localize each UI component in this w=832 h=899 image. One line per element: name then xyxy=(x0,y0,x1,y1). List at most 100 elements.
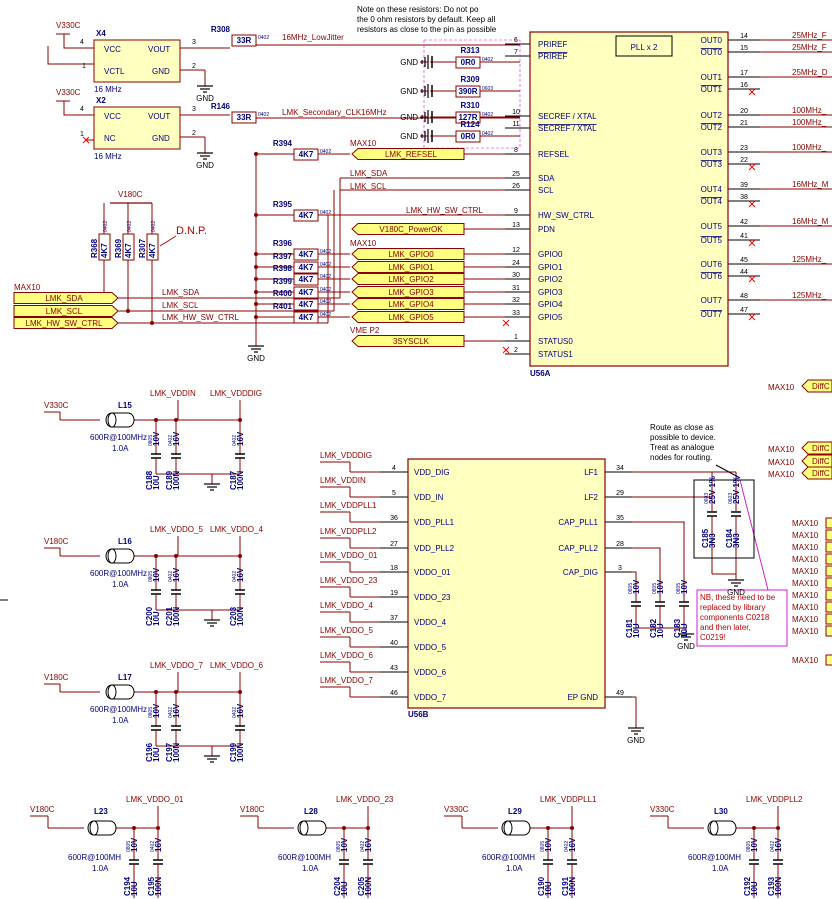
resistor xyxy=(293,286,319,299)
supply-label: V330C xyxy=(56,21,81,30)
supply-label: V180C xyxy=(44,673,69,682)
resistor-ref: R309 xyxy=(460,75,480,84)
junction-dot xyxy=(546,826,550,830)
resistor xyxy=(293,148,319,161)
resistor-pkg: 0402 xyxy=(320,262,331,268)
pin-number: 23 xyxy=(740,145,748,152)
net-label: 25MHz_F xyxy=(792,43,827,52)
resistor-value: 4K7 xyxy=(299,211,314,220)
cap-voltage: 16V xyxy=(364,837,373,852)
pll-block xyxy=(615,35,673,57)
resistor-value: 0R0 xyxy=(461,58,476,67)
junction-dot xyxy=(342,826,346,830)
net-label: 100MHz_ xyxy=(792,106,827,115)
resistor-ref: R401 xyxy=(273,302,293,311)
pin-name: GPIO4 xyxy=(538,300,563,309)
pin-name: VDDO_5 xyxy=(414,643,447,652)
source-label: MAX10 xyxy=(792,531,819,540)
diff-port xyxy=(801,441,832,455)
net-tag xyxy=(351,335,465,347)
resistor-value: 4K7 xyxy=(100,243,109,258)
resistor-ref: R307 xyxy=(138,238,147,258)
junction-dot xyxy=(238,554,242,558)
oscillator-pin: VCC xyxy=(104,45,121,54)
pin-number: 40 xyxy=(390,640,398,647)
cap-ref: C183 xyxy=(673,618,682,638)
source-label: MAX10 xyxy=(350,139,377,148)
cap-value: 10U xyxy=(544,881,553,896)
net-tag xyxy=(351,298,465,310)
resistor-value: 4K7 xyxy=(299,300,314,309)
pin-name: OUT4 xyxy=(701,185,723,194)
pin-number: 7 xyxy=(514,49,518,56)
pin-number: 2 xyxy=(192,130,196,137)
pin-name: CAP_PLL1 xyxy=(558,518,598,527)
resistor-value: 4K7 xyxy=(299,150,314,159)
pin-name: GPIO0 xyxy=(538,250,563,259)
inductor-current: 1.0A xyxy=(712,864,729,873)
net-label: LMK_Secondary_CLK16MHz xyxy=(282,108,387,117)
net-tag-label: LMK_GPIO4 xyxy=(388,300,434,309)
cap-value: 100N xyxy=(172,743,181,762)
supply-label: V330C xyxy=(444,805,469,814)
pin-number: 28 xyxy=(616,541,624,548)
pin-name: OUT6 xyxy=(701,260,723,269)
resistor-value: 127R xyxy=(458,113,477,122)
pin-number: 44 xyxy=(740,269,748,276)
junction-dot xyxy=(154,418,158,422)
net-label: LMK_HW_SW_CTRL xyxy=(406,206,483,215)
note-text: the 0 ohm resistors by default. Keep all xyxy=(357,15,496,24)
cap-voltage: 10V xyxy=(680,579,689,594)
wire xyxy=(748,200,756,208)
pin-name: SECREF / XTAL xyxy=(538,112,597,121)
pin-name: OUT3 xyxy=(701,148,723,157)
cap-pkg: 0402 xyxy=(168,707,174,718)
pin-name: CAP_PLL2 xyxy=(558,544,598,553)
ic-ref: U56B xyxy=(408,710,429,719)
junction-dot xyxy=(254,290,258,294)
cap-voltage: 10V xyxy=(750,837,759,852)
port-stub xyxy=(825,601,832,613)
wire xyxy=(748,313,756,321)
pin-number: 25 xyxy=(512,171,520,178)
cap-ref: C181 xyxy=(625,618,634,638)
net-label: LMK_VDDDIG xyxy=(320,451,372,460)
wire xyxy=(715,464,741,479)
resistor-pkg: 0402 xyxy=(320,312,331,318)
pin-name: OUT7 xyxy=(701,296,723,305)
pin-name: OUT4 xyxy=(701,197,723,206)
source-label: MAX10 xyxy=(14,283,41,292)
supply-label: V180C xyxy=(240,805,265,814)
resistor-ref: R399 xyxy=(273,277,293,286)
resistor xyxy=(293,261,319,274)
pin-number: 42 xyxy=(740,219,748,226)
cap-pkg: 0402 xyxy=(232,435,238,446)
net-label: 100MHz_ xyxy=(792,143,827,152)
pin-number: 48 xyxy=(740,293,748,300)
cap-value: 100N xyxy=(172,607,181,626)
inductor-value: 600R@100MHz xyxy=(90,433,147,442)
pin-name: OUT7 xyxy=(701,310,723,319)
pin-number: 20 xyxy=(740,108,748,115)
net-tag-label: LMK_GPIO1 xyxy=(388,263,434,272)
dnp-note: D.N.P. xyxy=(176,225,207,237)
source-label: MAX10 xyxy=(768,445,795,454)
gnd-label: GND xyxy=(400,132,418,141)
resistor-ref: R313 xyxy=(460,46,480,55)
cap-value: 100N xyxy=(568,877,577,896)
pin-number: 3 xyxy=(192,39,196,46)
net-label: LMK_VDDO_4 xyxy=(210,525,263,534)
pin-number: 35 xyxy=(616,515,624,522)
net-tag-left xyxy=(13,317,119,329)
resistor-ref: R369 xyxy=(114,238,123,258)
resistor xyxy=(293,273,319,286)
port-stub xyxy=(825,613,832,625)
pin-number: 3 xyxy=(192,106,196,113)
cap-ref: C182 xyxy=(649,618,658,638)
cap-voltage: 16V xyxy=(774,837,783,852)
port-label: DiffC xyxy=(812,469,830,478)
cap-voltage: 25V 1% xyxy=(732,476,741,504)
gnd-label: GND xyxy=(400,87,418,96)
resistor xyxy=(293,311,319,324)
cap-ref: C200 xyxy=(145,606,154,626)
